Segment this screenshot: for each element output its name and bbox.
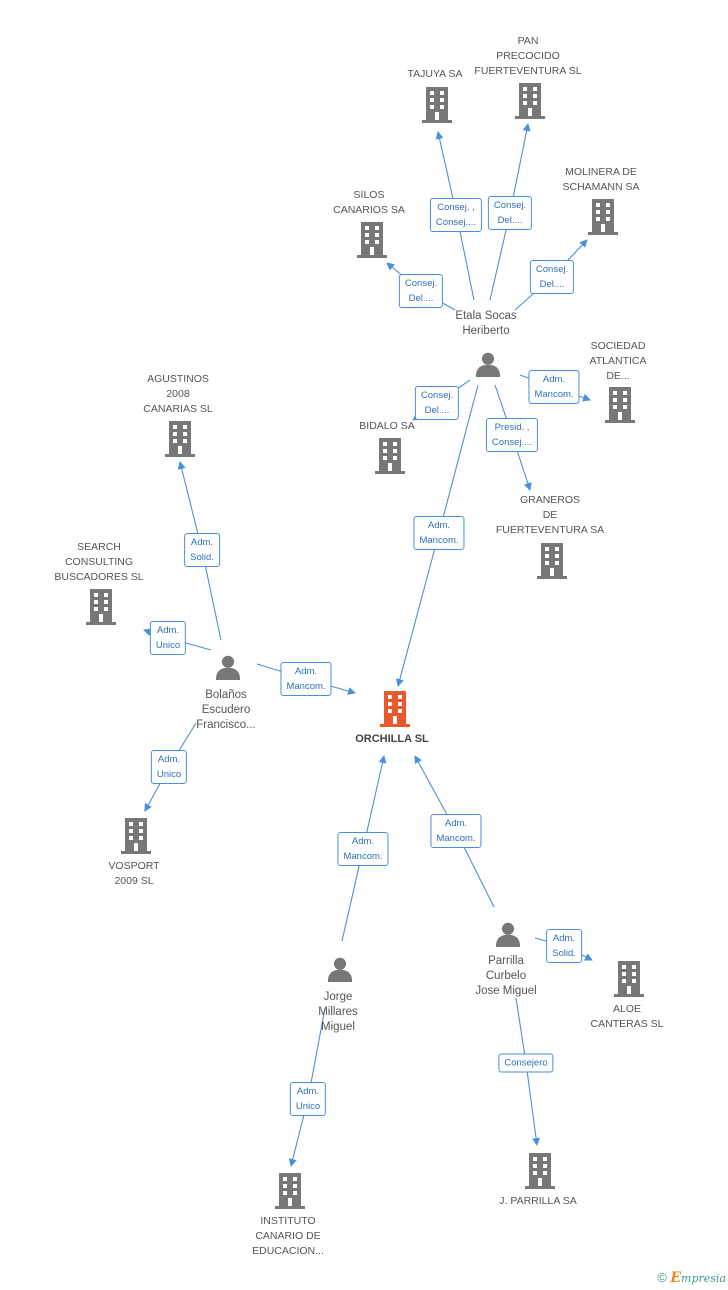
edge-label-etala-tajuya[interactable]: Consej. , Consej....	[429, 198, 483, 232]
edge-label-etala-sociedad[interactable]: Adm. Mancom.	[528, 370, 580, 404]
building-icon-bidalo[interactable]	[375, 438, 405, 474]
edge-label-etala-orchilla[interactable]: Adm. Mancom.	[413, 516, 465, 550]
building-icon-search[interactable]	[86, 589, 116, 625]
edge-label-bolanos-agustinos[interactable]: Adm. Solid.	[184, 533, 220, 567]
edge-label-etala-bidalo[interactable]: Consej. Del....	[414, 386, 460, 420]
edge-label-bolanos-search[interactable]: Adm. Unico	[149, 621, 187, 655]
edge-label-etala-silos[interactable]: Consej. Del....	[398, 274, 444, 308]
node-label-parrilla[interactable]: Parrilla Curbelo Jose Miguel	[475, 955, 537, 997]
brand-name: mpresia	[681, 1272, 726, 1285]
building-icon-orchilla[interactable]	[380, 691, 410, 727]
node-label-jorge[interactable]: Jorge Millares Miguel	[318, 991, 358, 1033]
building-icon-jparrilla[interactable]	[525, 1153, 555, 1189]
copyright-symbol: ©	[657, 1270, 667, 1285]
node-label-aloe[interactable]: ALOE CANTERAS SL	[590, 1003, 664, 1030]
node-label-bolanos[interactable]: Bolaños Escudero Francisco...	[196, 689, 256, 731]
node-label-agustinos[interactable]: AGUSTINOS 2008 CANARIAS SL	[143, 373, 213, 415]
building-icon-vosport[interactable]	[121, 818, 151, 854]
node-label-jparrilla[interactable]: J. PARRILLA SA	[499, 1195, 577, 1207]
edge-label-parrilla-jparrilla[interactable]: Consejero	[498, 1053, 554, 1073]
node-label-search[interactable]: SEARCH CONSULTING BUSCADORES SL	[54, 541, 144, 583]
building-icon-graneros[interactable]	[537, 543, 567, 579]
node-label-bidalo[interactable]: BIDALO SA	[359, 420, 415, 432]
edge-label-etala-molinera[interactable]: Consej. Del....	[529, 260, 575, 294]
building-icon-agustinos[interactable]	[165, 421, 195, 457]
building-icon-tajuya[interactable]	[422, 87, 452, 123]
node-label-molinera[interactable]: MOLINERA DE SCHAMANN SA	[562, 166, 640, 193]
edge-label-jorge-instituto[interactable]: Adm. Unico	[289, 1082, 327, 1116]
node-label-tajuya[interactable]: TAJUYA SA	[407, 68, 463, 80]
node-label-orchilla[interactable]: ORCHILLA SL	[355, 733, 429, 745]
person-icon-jorge[interactable]	[327, 957, 353, 982]
edge-label-bolanos-orchilla[interactable]: Adm. Mancom.	[280, 662, 332, 696]
node-label-vosport[interactable]: VOSPORT 2009 SL	[108, 860, 160, 887]
edge-label-etala-graneros[interactable]: Presid. , Consej....	[485, 418, 539, 452]
edge-label-parrilla-orchilla[interactable]: Adm. Mancom.	[430, 814, 482, 848]
edge-label-jorge-orchilla[interactable]: Adm. Mancom.	[337, 832, 389, 866]
node-label-graneros[interactable]: GRANEROS DE FUERTEVENTURA SA	[495, 494, 605, 536]
edge-label-parrilla-aloe[interactable]: Adm. Solid.	[546, 929, 582, 963]
building-icon-pan[interactable]	[515, 83, 545, 119]
node-label-instituto[interactable]: INSTITUTO CANARIO DE EDUCACION...	[252, 1215, 324, 1257]
building-icon-sociedad[interactable]	[605, 387, 635, 423]
node-label-pan[interactable]: PAN PRECOCIDO FUERTEVENTURA SL	[474, 35, 582, 77]
building-icon-instituto[interactable]	[275, 1173, 305, 1209]
edge-label-bolanos-vosport[interactable]: Adm. Unico	[150, 750, 188, 784]
brand-initial: E	[670, 1270, 682, 1286]
building-icon-molinera[interactable]	[588, 199, 618, 235]
empresia-logo: © Empresia	[657, 1270, 726, 1286]
building-icon-silos[interactable]	[357, 222, 387, 258]
edge-label-etala-pan[interactable]: Consej. Del....	[487, 196, 533, 230]
building-icon-aloe[interactable]	[614, 961, 644, 997]
person-icon-etala[interactable]	[475, 352, 501, 377]
node-label-etala[interactable]: Etala Socas Heriberto	[455, 310, 517, 337]
person-icon-bolanos[interactable]	[215, 655, 241, 680]
node-label-silos[interactable]: SILOS CANARIOS SA	[333, 189, 405, 216]
node-label-sociedad[interactable]: SOCIEDAD ATLANTICA DE...	[589, 340, 647, 382]
person-icon-parrilla[interactable]	[495, 922, 521, 947]
